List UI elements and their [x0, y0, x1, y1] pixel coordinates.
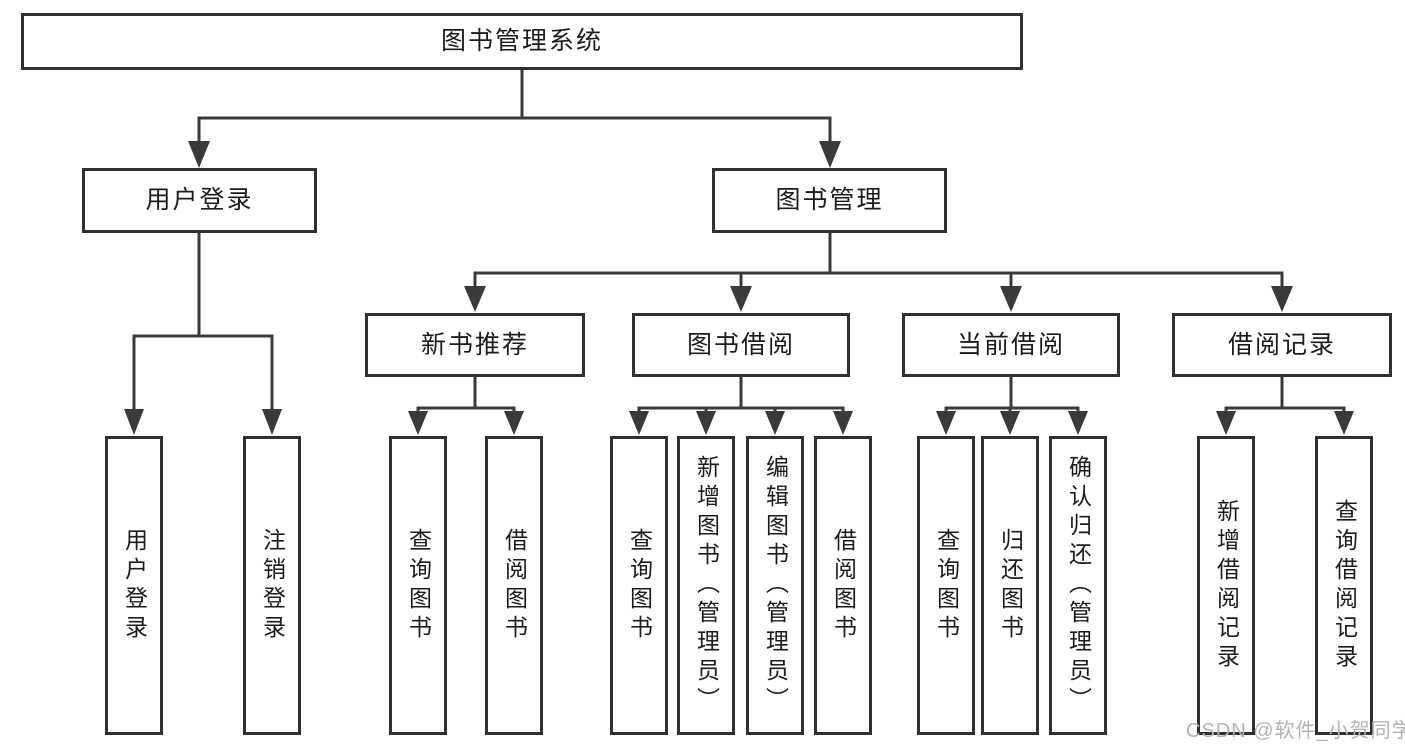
connector-book-management-to-level3 [464, 233, 1293, 312]
leaf-current-return-books: 归还图书 [981, 436, 1039, 735]
leaf-current-query-books: 查询图书 [917, 436, 975, 735]
watermark: CSDN @软件_小贺同学 [1186, 720, 1405, 742]
connector-root-to-level2 [188, 69, 841, 168]
leaf-user-login: 用户登录 [105, 436, 163, 735]
connector-new-book-children [408, 377, 524, 435]
leaf-borrow-edit-books-admin: 编辑图书（管理员） [746, 436, 804, 735]
leaf-borrow-borrow-books: 借阅图书 [814, 436, 872, 735]
node-new-book-recommend: 新书推荐 [365, 313, 585, 377]
leaf-borrow-add-books-admin: 新增图书（管理员） [677, 436, 735, 735]
node-current-borrow: 当前借阅 [902, 313, 1120, 377]
leaf-newbook-query-books: 查询图书 [389, 436, 447, 735]
leaf-current-confirm-return-admin: 确认归还（管理员） [1049, 436, 1107, 735]
node-root: 图书管理系统 [21, 13, 1023, 70]
leaf-records-add-record: 新增借阅记录 [1197, 436, 1255, 735]
node-user-login: 用户登录 [82, 168, 317, 233]
node-book-borrow: 图书借阅 [632, 313, 850, 377]
node-book-management: 图书管理 [712, 168, 947, 233]
leaf-records-query-record: 查询借阅记录 [1315, 436, 1373, 735]
leaf-logout-login: 注销登录 [243, 436, 301, 735]
connector-book-borrow-children [629, 377, 853, 435]
leaf-borrow-query-books: 查询图书 [610, 436, 668, 735]
leaf-newbook-borrow-books: 借阅图书 [485, 436, 543, 735]
connector-user-login-children [124, 233, 282, 435]
connector-records-children [1216, 377, 1354, 435]
node-borrow-records: 借阅记录 [1172, 313, 1392, 377]
connector-current-borrow-children [936, 377, 1088, 435]
